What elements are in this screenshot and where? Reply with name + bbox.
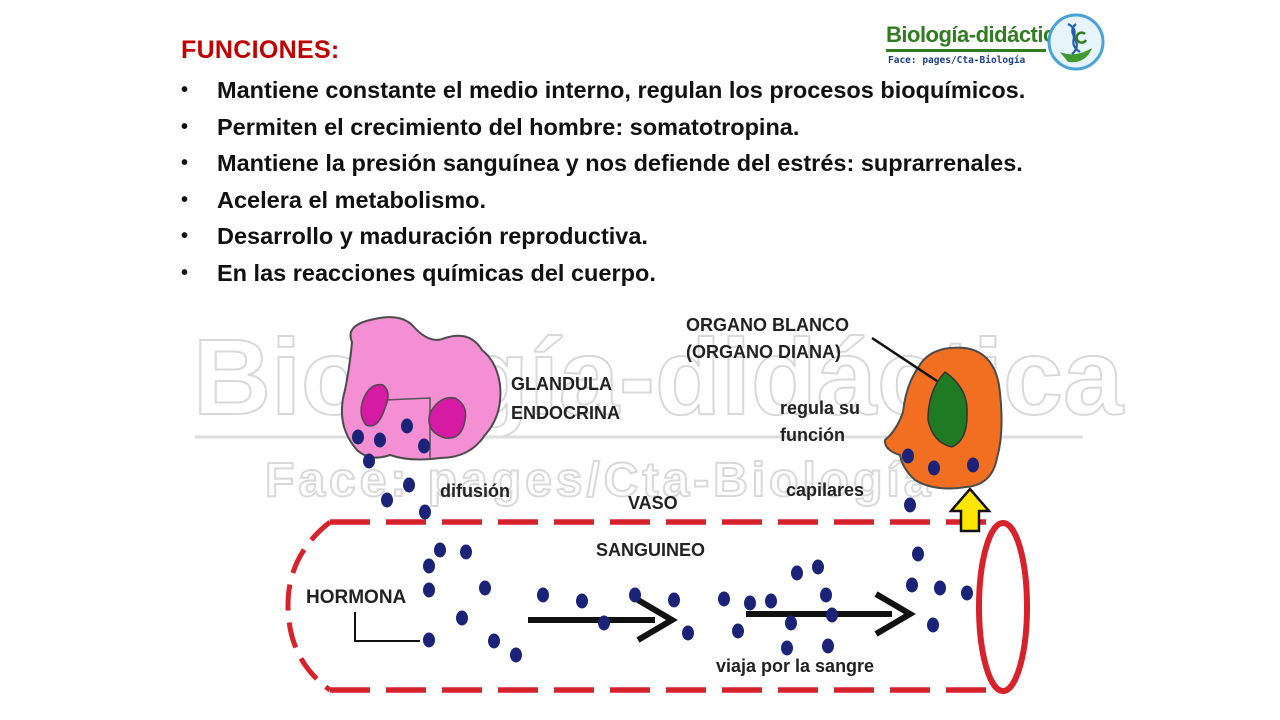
hormone-dot <box>352 429 364 445</box>
hormone-dot <box>791 565 803 581</box>
funcion-text: Mantiene la presión sanguínea y nos defi… <box>217 150 1023 176</box>
logo-underline <box>886 49 1046 52</box>
hormone-dot <box>479 580 491 596</box>
hormone-dot <box>629 587 641 603</box>
vaso-label: VASO <box>628 493 678 513</box>
hormone-dot <box>423 582 435 598</box>
target-organ <box>883 346 1003 490</box>
hormone-dot <box>419 504 431 520</box>
hormone-dot <box>928 460 940 476</box>
funcion-item: • Permiten el crecimiento del hombre: som… <box>181 109 1101 146</box>
hormone-dot <box>912 546 924 562</box>
hormone-dot <box>403 477 415 493</box>
hormone-dot <box>904 497 916 513</box>
hormone-dot <box>732 623 744 639</box>
hormone-dot <box>961 585 973 601</box>
brand-logo: Biología-didáctica Face: pages/Cta-Biolo… <box>880 12 1110 74</box>
funcion-text: En las reacciones químicas del cuerpo. <box>217 259 656 286</box>
hormone-dot <box>812 559 824 575</box>
hormone-dot <box>363 453 375 469</box>
viaja-label: viaja por la sangre <box>716 656 874 676</box>
uptake-arrow-icon <box>948 487 992 533</box>
hormone-dot <box>401 418 413 434</box>
difusion-label: difusión <box>440 481 510 501</box>
hormone-dot <box>423 558 435 574</box>
hormone-dot <box>668 592 680 608</box>
hormone-dot <box>434 542 446 558</box>
watermark-subtitle: Face: pages/Cta-Biología <box>265 454 934 507</box>
hormone-dot <box>374 432 386 448</box>
sanguineo-label: SANGUINEO <box>596 540 705 560</box>
funcion-text: Desarrollo y maduración reproductiva. <box>217 223 648 249</box>
logo-title: Biología-didáctica <box>886 22 1067 47</box>
gland-label-line1: GLANDULA <box>511 374 612 394</box>
hormone-dot <box>381 492 393 508</box>
hormone-dot <box>822 638 834 654</box>
bullet-icon: • <box>181 115 189 138</box>
hormone-dot <box>744 595 756 611</box>
gland-cell-division <box>384 397 431 460</box>
bullet-icon: • <box>181 188 189 211</box>
hormone-dot <box>718 591 730 607</box>
funcion-item: • Desarrollo y maduración reproductiva. <box>181 218 1101 255</box>
hormone-dot <box>967 457 979 473</box>
blood-vessel <box>285 519 1030 694</box>
endocrine-gland <box>340 316 502 461</box>
hormone-dot <box>785 615 797 631</box>
hormone-dot <box>460 544 472 560</box>
funcion-text: Mantiene constante el medio interno, reg… <box>217 77 1026 103</box>
hormone-dot <box>488 633 500 649</box>
hormone-molecules <box>352 418 979 663</box>
capilares-label: capilares <box>786 480 864 500</box>
regula-line1: regula su <box>780 398 860 418</box>
gland-nucleus <box>360 383 389 427</box>
funcion-item: • Mantiene constante el medio interno, re… <box>181 72 1101 109</box>
hormone-dot <box>765 593 777 609</box>
hormone-dot <box>820 587 832 603</box>
hormone-dot <box>934 580 946 596</box>
target-label-line1: ORGANO BLANCO <box>686 315 849 335</box>
funcion-item: • Mantiene la presión sanguínea y nos def… <box>181 145 1101 182</box>
target-label-pointer <box>871 336 938 383</box>
hormone-dot <box>682 625 694 641</box>
hormone-dot <box>826 607 838 623</box>
bullet-icon: • <box>181 79 189 101</box>
hormona-pointer <box>354 612 420 642</box>
bullet-icon: • <box>181 152 189 174</box>
funcion-item: • En las reacciones químicas del cuerpo. <box>181 255 1101 292</box>
regula-line2: función <box>780 425 845 445</box>
vessel-opening <box>976 520 1030 694</box>
hormone-dot <box>510 647 522 663</box>
funciones-heading: FUNCIONES: <box>181 36 340 64</box>
funcion-item: • Acelera el metabolismo. <box>181 182 1101 219</box>
funciones-list: • Mantiene constante el medio interno, re… <box>181 72 1101 291</box>
hormona-label: HORMONA <box>306 587 407 608</box>
bullet-icon: • <box>181 261 189 284</box>
funcion-text: Acelera el metabolismo. <box>217 186 487 213</box>
hormone-dot <box>576 593 588 609</box>
bullet-icon: • <box>181 225 189 247</box>
flow-arrow <box>746 591 916 637</box>
hormone-dot <box>537 587 549 603</box>
hormone-dot <box>418 438 430 454</box>
hormone-dot <box>456 610 468 626</box>
gland-label-line2: ENDOCRINA <box>511 403 620 423</box>
hormone-dot <box>927 617 939 633</box>
funcion-text: Permiten el crecimiento del hombre: soma… <box>217 113 800 140</box>
globe-dna-icon <box>1047 13 1105 71</box>
target-label-line2: (ORGANO DIANA) <box>686 342 841 362</box>
logo-subtitle: Face: pages/Cta-Biología <box>888 55 1026 66</box>
hormone-dot <box>902 448 914 464</box>
hormone-dot <box>781 640 793 656</box>
gland-nucleus <box>428 396 467 439</box>
vessel-left-end <box>285 520 332 693</box>
hormone-dot <box>598 615 610 631</box>
hormone-dot <box>423 632 435 648</box>
flow-arrow <box>528 597 678 643</box>
target-nucleus <box>927 371 968 448</box>
hormone-dot <box>906 577 918 593</box>
